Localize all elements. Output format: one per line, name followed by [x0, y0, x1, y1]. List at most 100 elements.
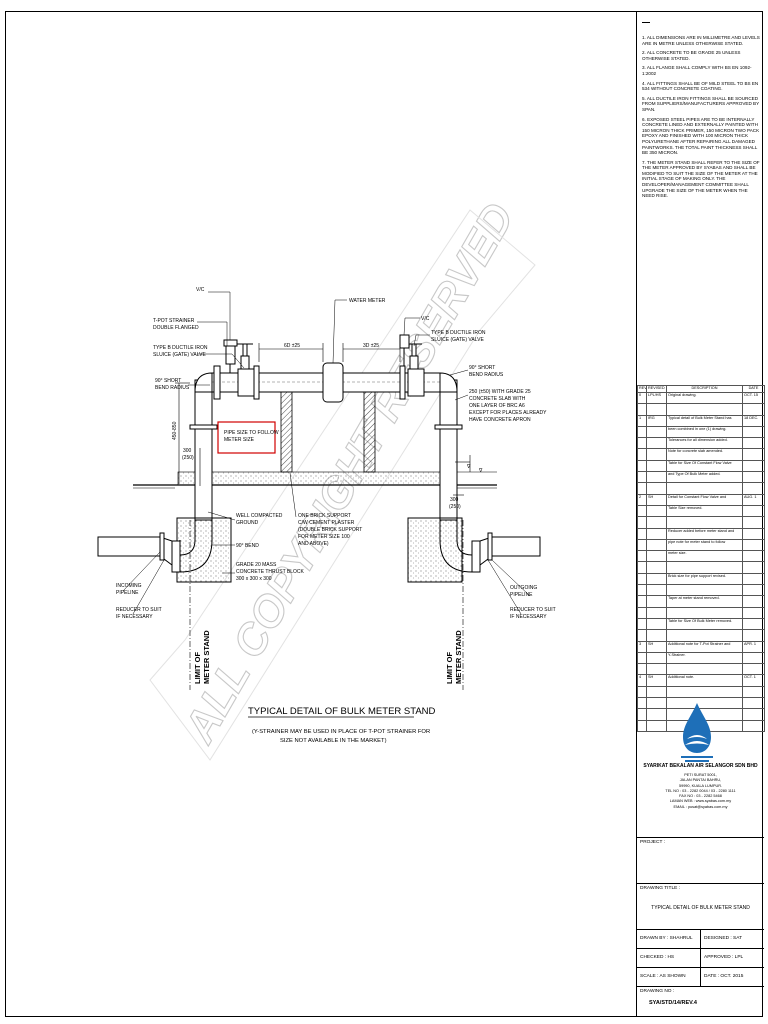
- label-brick-4: FOR METER SIZE 100: [298, 534, 350, 540]
- revision-cell: [742, 425, 765, 439]
- revision-cell: [646, 448, 667, 461]
- label-slab-1: 250 (±50) WITH GRADE 25: [469, 389, 531, 395]
- revision-cell: [637, 516, 647, 529]
- revision-cell: [637, 629, 647, 642]
- revision-cell: LPL/HS: [646, 391, 667, 405]
- revision-cell: [742, 482, 765, 495]
- revision-cell: [742, 606, 765, 619]
- pipe-note-1: PIPE SIZE TO FOLLOW: [224, 430, 279, 436]
- address-line: FAX NO : 03 - 2282 5468: [679, 794, 722, 799]
- date: DATE : OCT. 2015: [704, 974, 744, 979]
- revision-cell: [742, 448, 765, 461]
- revision-row: Tolerances for all dimension added.: [637, 437, 765, 450]
- ground-slab: [133, 471, 497, 489]
- bend-bottom-right: [439, 518, 473, 573]
- revision-cell: [637, 708, 647, 721]
- revision-cell: [742, 719, 765, 732]
- revision-cell: [646, 651, 667, 665]
- label-brick-3: (DOUBLE BRICK SUPPORT: [298, 527, 362, 533]
- dim-3d: 3D ±25: [363, 343, 379, 349]
- drawing-subtitle-1: (Y-STRAINER MAY BE USED IN PLACE OF T-PO…: [252, 729, 430, 735]
- revision-cell: [666, 584, 743, 597]
- air-valve-right: [399, 334, 410, 366]
- revision-row: Brick size for pipe support revised.: [637, 572, 765, 586]
- revision-row: [637, 629, 765, 642]
- revision-cell: Additional note for T-Pot Strainer and: [666, 640, 743, 653]
- note-1: 1. ALL DIMENSIONS ARE IN MILLIMETRE AND …: [642, 35, 760, 46]
- revision-cell: [666, 516, 743, 529]
- label-valve-right-1: TYPE B DUCTILE IRON: [431, 330, 486, 336]
- revision-header-cell: REV: [637, 385, 647, 393]
- drawing-number-box: DRAWING NO : SYA/STD/14/REV.4: [637, 986, 764, 1017]
- designed-by: DESIGNED : SAT: [704, 936, 743, 941]
- revision-cell: Additional note.: [666, 674, 743, 687]
- revision-row: [637, 584, 765, 597]
- limit-label-left-2: METER STAND: [202, 630, 211, 684]
- checked-by: CHECKED : HS: [640, 955, 675, 960]
- revision-cell: Y-Strainer.: [666, 651, 743, 665]
- dim-height: 450-850: [172, 421, 178, 440]
- revision-cell: [637, 403, 647, 416]
- revision-cell: [637, 606, 647, 619]
- thrust-block-left: [176, 517, 232, 583]
- label-outgoing-2: PIPELINE: [510, 592, 533, 598]
- revision-cell: [646, 459, 667, 473]
- revision-cell: 4: [637, 674, 647, 687]
- bend-top-left: [194, 372, 213, 393]
- revision-row: Table Size removed.: [637, 504, 765, 518]
- revision-row: and Type Of Bulk Meter added.: [637, 471, 765, 484]
- note-3: 3. ALL FLANGE SHALL COMPLY WITH BS EN 10…: [642, 65, 752, 76]
- revision-cell: [646, 617, 667, 631]
- revision-cell: been combined in one (1) drawing.: [666, 425, 743, 439]
- dim-250-left: (250): [182, 455, 194, 461]
- revision-cell: [646, 708, 667, 721]
- revision-row: [637, 403, 765, 416]
- revision-cell: [646, 504, 667, 518]
- revision-cell: [646, 584, 667, 597]
- thrust-block-right: [407, 517, 463, 583]
- label-brick-1: ONE BRICK SUPPORT: [298, 513, 351, 519]
- label-slab-3: ONE LAYER OF BRC A6: [469, 403, 525, 409]
- label-valve-left-2: SLUICE (GATE) VALVE: [153, 352, 206, 358]
- drawn-row: DRAWN BY : SHAHRUL DESIGNED : SAT: [637, 929, 764, 949]
- revision-cell: [637, 471, 647, 484]
- revision-cell: [666, 606, 743, 619]
- label-incoming-1: INCOMING: [116, 583, 142, 589]
- revision-cell: [742, 504, 765, 518]
- company-address: PETI SURAT 5001, JALAN PANTAI BAHRU, 599…: [637, 773, 764, 810]
- label-water-meter: WATER METER: [349, 298, 386, 304]
- scale: SCALE : AS SHOWN: [640, 974, 686, 979]
- revision-cell: [637, 584, 647, 597]
- revision-cell: [637, 617, 647, 631]
- revision-cell: [646, 538, 667, 552]
- label-vac-left: V/C: [196, 287, 205, 293]
- address-line: TEL NO : 03 - 2282 0044 / 03 - 2280 1111: [665, 788, 736, 793]
- revision-cell: 1: [637, 414, 647, 427]
- revision-cell: [742, 459, 765, 473]
- revision-cell: [637, 719, 647, 732]
- revision-cell: [666, 482, 743, 495]
- revision-row: [637, 606, 765, 619]
- label-outgoing-1: OUTGOING: [510, 585, 537, 591]
- label-reducer-left-2: IF NECESSARY: [116, 614, 153, 620]
- watermark-frame: [149, 209, 536, 761]
- dim-300-right: 300: [450, 497, 459, 503]
- drawing-number: SYA/STD/14/REV.4: [649, 1000, 697, 1006]
- revision-cell: [646, 527, 667, 540]
- label-t-pot-2: DOUBLE FLANGED: [153, 325, 199, 331]
- address-line: LAMAN WEB : www.syabas.com.my: [669, 799, 732, 804]
- revision-cell: [666, 685, 743, 699]
- revision-header-cell: REVISED BY: [646, 385, 667, 393]
- drawing-title-label: DRAWING TITLE :: [640, 886, 680, 891]
- revision-cell: [646, 550, 667, 563]
- revision-cell: Table for Size Of Bulk Meter removed.: [666, 617, 743, 631]
- revision-row: meter size.: [637, 550, 765, 563]
- revision-cell: Note for concrete slab amended.: [666, 448, 743, 461]
- label-t-pot-1: T-POT STRAINER: [153, 318, 195, 324]
- revision-cell: [646, 572, 667, 586]
